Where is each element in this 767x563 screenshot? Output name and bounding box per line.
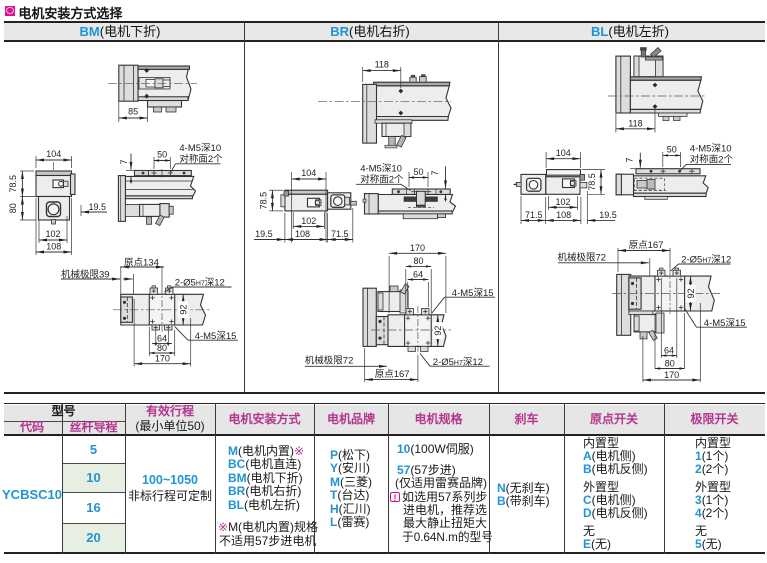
- svg-text:78.5: 78.5: [258, 192, 268, 210]
- svg-text:92: 92: [433, 326, 443, 336]
- svg-text:19.5: 19.5: [255, 229, 273, 239]
- svg-text:104: 104: [556, 148, 571, 158]
- svg-text:92: 92: [179, 305, 189, 315]
- svg-text:50: 50: [667, 144, 677, 154]
- svg-text:118: 118: [375, 60, 389, 70]
- svg-text:64: 64: [157, 334, 167, 344]
- svg-text:78.5: 78.5: [587, 173, 597, 191]
- svg-text:71.5: 71.5: [331, 229, 349, 239]
- svg-text:108: 108: [295, 229, 310, 239]
- svg-text:机械极限72: 机械极限72: [305, 355, 354, 367]
- svg-text:80: 80: [665, 358, 675, 368]
- svg-text:170: 170: [155, 353, 170, 363]
- svg-text:7: 7: [430, 170, 440, 175]
- svg-text:机械极限39: 机械极限39: [61, 269, 110, 281]
- svg-text:50: 50: [157, 150, 167, 160]
- svg-text:104: 104: [301, 168, 316, 178]
- svg-text:80: 80: [157, 343, 167, 353]
- svg-text:118: 118: [628, 118, 642, 128]
- svg-text:7: 7: [119, 159, 129, 164]
- svg-text:78.5: 78.5: [8, 175, 18, 193]
- svg-text:2-Ø5H7深12: 2-Ø5H7深12: [433, 357, 483, 368]
- svg-text:原点167: 原点167: [629, 240, 664, 251]
- svg-text:64: 64: [664, 345, 674, 355]
- svg-text:对称面2个: 对称面2个: [690, 154, 734, 166]
- svg-text:170: 170: [410, 243, 425, 253]
- svg-text:85: 85: [128, 107, 138, 117]
- svg-text:4-M5深15: 4-M5深15: [195, 331, 237, 342]
- svg-text:104: 104: [46, 149, 61, 159]
- svg-text:对称面2个: 对称面2个: [179, 153, 223, 165]
- svg-text:50: 50: [413, 167, 423, 177]
- svg-text:102: 102: [301, 216, 316, 226]
- svg-text:2-Ø5H7深12: 2-Ø5H7深12: [175, 278, 225, 289]
- svg-text:2-Ø5H7深12: 2-Ø5H7深12: [681, 255, 731, 266]
- svg-text:108: 108: [556, 210, 571, 220]
- svg-text:4-M5深15: 4-M5深15: [704, 318, 746, 329]
- svg-text:102: 102: [45, 229, 60, 239]
- svg-text:19.5: 19.5: [89, 202, 107, 212]
- svg-text:4-M5深10: 4-M5深10: [360, 164, 402, 175]
- svg-text:7: 7: [625, 157, 635, 162]
- svg-text:对称面2个: 对称面2个: [360, 173, 404, 185]
- svg-text:108: 108: [46, 242, 61, 252]
- svg-text:原点134: 原点134: [124, 258, 159, 269]
- svg-text:80: 80: [413, 256, 423, 266]
- svg-text:92: 92: [686, 289, 696, 299]
- svg-text:80: 80: [8, 203, 18, 213]
- svg-text:64: 64: [413, 269, 423, 279]
- svg-text:4-M5深10: 4-M5深10: [690, 143, 732, 154]
- svg-text:4-M5深10: 4-M5深10: [179, 143, 221, 154]
- svg-text:170: 170: [664, 370, 679, 380]
- svg-text:71.5: 71.5: [525, 210, 543, 220]
- svg-text:机械极限72: 机械极限72: [558, 252, 607, 264]
- svg-text:102: 102: [555, 197, 570, 207]
- svg-text:4-M5深15: 4-M5深15: [452, 288, 494, 299]
- svg-text:19.5: 19.5: [599, 210, 617, 220]
- svg-text:原点167: 原点167: [375, 369, 410, 380]
